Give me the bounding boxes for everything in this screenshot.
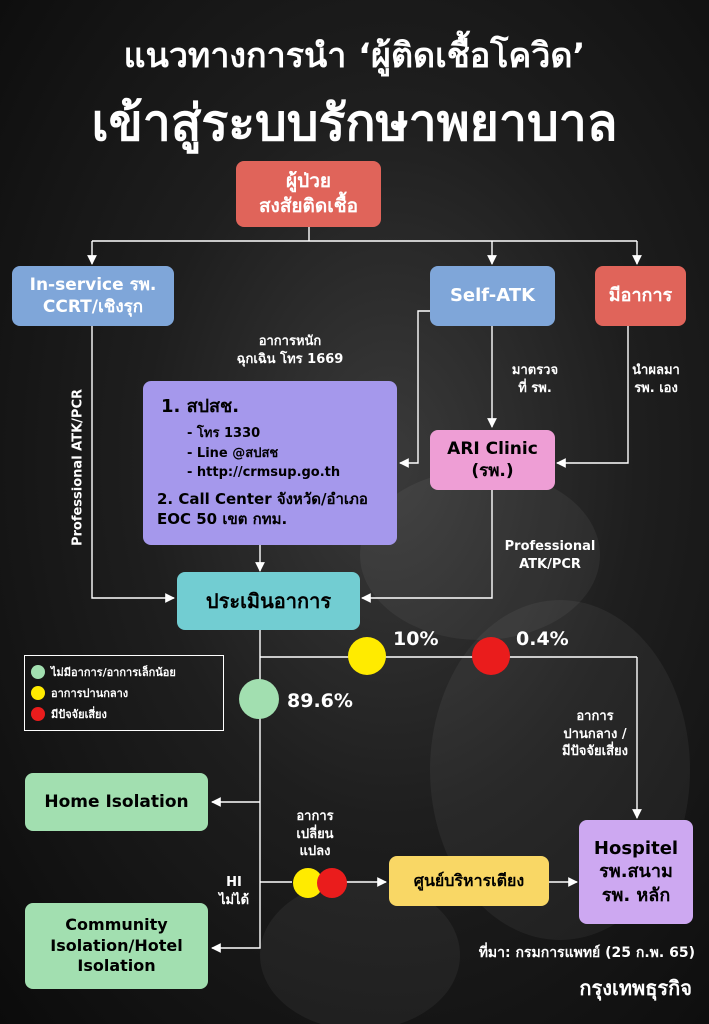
changed-line-3: แปลง [299, 844, 331, 860]
changed-line-2: เปลี่ยน [296, 826, 334, 842]
source-credit: ที่มา: กรมการแพทย์ (25 ก.พ. 65) [478, 945, 695, 961]
red-dot-small [317, 868, 347, 898]
hospitel-line-2: รพ.สนาม [599, 861, 673, 883]
connector-line [556, 326, 629, 468]
ari-clinic-box: ARI Clinic (รพ.) [430, 430, 555, 490]
connector-line [399, 310, 430, 468]
hospitel-line-3: รพ. หลัก [601, 884, 671, 906]
hotline-item1-sub-3: - http://crmsup.go.th [187, 465, 341, 481]
ari-clinic-line-2: (รพ.) [471, 461, 514, 481]
legend-item: ไม่มีอาการ/อาการเล็กน้อย [31, 661, 217, 682]
community-line-3: Isolation [77, 956, 156, 976]
professional-right-line-2: ATK/PCR [519, 556, 581, 572]
bring-results-line-1: นำผลมา [632, 363, 680, 378]
hi-fail-line-1: HI [226, 875, 242, 890]
legend-item: มีปัจจัยเสี่ยง [31, 703, 217, 724]
assessment-label: ประเมินอาการ [205, 589, 332, 613]
hotline-item1-title: 1. สปสช. [161, 396, 240, 417]
hotline-item1-sub-2: - Line @สปสช [187, 445, 279, 461]
legend-text: อาการปานกลาง [51, 686, 129, 700]
moderate-risk-label: อาการ ปานกลาง / มีปัจจัยเสี่ยง [535, 708, 655, 761]
self-atk-label: Self-ATK [449, 285, 536, 307]
brand-logo: กรุงเทพธุรกิจ [579, 976, 692, 1000]
changed-line-1: อาการ [296, 809, 334, 824]
assessment-box: ประเมินอาการ [177, 572, 360, 630]
hotline-item1-sub-1: - โทร 1330 [187, 426, 261, 442]
severe-line-2: ฉุกเฉิน โทร 1669 [236, 351, 344, 367]
legend-text: ไม่มีอาการ/อาการเล็กน้อย [51, 665, 176, 679]
in-service-line-2: CCRT/เชิงรุก [42, 297, 144, 317]
connector-line [361, 490, 493, 603]
community-line-2: Isolation/Hotel [50, 935, 183, 955]
legend-swatch [31, 706, 45, 721]
ari-clinic-line-1: ARI Clinic [447, 438, 538, 459]
bed-center-label: ศูนย์บริหารเตียง [413, 870, 525, 890]
hospitel-box: Hospitel รพ.สนาม รพ. หลัก [579, 820, 693, 924]
professional-right-line-1: Professional [504, 539, 596, 554]
come-check-label: มาตรวจ ที่ รพ. [500, 362, 570, 397]
in-service-line-1: In-service รพ. [29, 274, 157, 295]
green-percent: 89.6% [287, 690, 353, 712]
connector-line [91, 326, 175, 603]
moderate-risk-line-2: ปานกลาง / [563, 726, 627, 742]
title-line-2: เข้าสู่ระบบรักษาพยาบาล [91, 94, 618, 152]
connector-line [211, 630, 261, 953]
red-dot [472, 637, 510, 675]
legend-swatch [31, 664, 45, 679]
legend-text: มีปัจจัยเสี่ยง [51, 707, 107, 721]
legend-item: อาการปานกลาง [31, 682, 217, 703]
severe-line-1: อาการหนัก [258, 334, 322, 349]
red-percent: 0.4% [516, 628, 569, 650]
home-isolation-label: Home Isolation [44, 791, 189, 812]
come-check-line-2: ที่ รพ. [518, 380, 552, 396]
hospitel-line-1: Hospitel [593, 837, 679, 859]
come-check-line-1: มาตรวจ [511, 363, 559, 378]
yellow-percent: 10% [393, 628, 439, 650]
hotline-box: 1. สปสช. - โทร 1330 - Line @สปสช - http:… [143, 381, 397, 545]
moderate-risk-line-3: มีปัจจัยเสี่ยง [561, 744, 628, 760]
symptomatic-box: มีอาการ [595, 266, 686, 326]
severe-label: อาการหนัก ฉุกเฉิน โทร 1669 [220, 333, 360, 368]
yellow-dot [348, 637, 386, 675]
virus-shape-bg [360, 470, 600, 640]
symptomatic-label: มีอาการ [608, 285, 673, 307]
legend-swatch [31, 685, 45, 700]
suspected-line-1: ผู้ป่วย [286, 170, 331, 193]
community-isolation-box: Community Isolation/Hotel Isolation [25, 903, 208, 989]
suspected-line-2: สงสัยติดเชื้อ [258, 195, 359, 217]
home-isolation-box: Home Isolation [25, 773, 208, 831]
professional-right-label: Professional ATK/PCR [490, 538, 610, 573]
hi-fail-line-2: ไม่ได้ [218, 892, 250, 908]
professional-atk-pcr-label: Professional ATK/PCR [70, 388, 86, 547]
bring-results-line-2: รพ. เอง [634, 380, 678, 396]
hotline-item2-line-2: EOC 50 เขต กทม. [157, 510, 288, 529]
title-line-1: แนวทางการนำ ‘ผู้ติดเชื้อโควิด’ [123, 36, 586, 76]
legend: ไม่มีอาการ/อาการเล็กน้อย อาการปานกลาง มี… [24, 655, 224, 731]
changed-label: อาการ เปลี่ยน แปลง [282, 808, 348, 861]
green-dot [239, 679, 279, 719]
bed-center-box: ศูนย์บริหารเตียง [389, 856, 549, 906]
self-atk-box: Self-ATK [430, 266, 555, 326]
community-line-1: Community [65, 914, 168, 934]
hotline-item2-line-1: 2. Call Center จังหวัด/อำเภอ [157, 489, 368, 508]
moderate-risk-line-1: อาการ [576, 709, 614, 724]
suspected-patient-box: ผู้ป่วย สงสัยติดเชื้อ [236, 161, 381, 227]
hi-fail-label: HI ไม่ได้ [212, 874, 256, 909]
bring-results-label: นำผลมา รพ. เอง [616, 362, 696, 397]
in-service-box: In-service รพ. CCRT/เชิงรุก [12, 266, 174, 326]
